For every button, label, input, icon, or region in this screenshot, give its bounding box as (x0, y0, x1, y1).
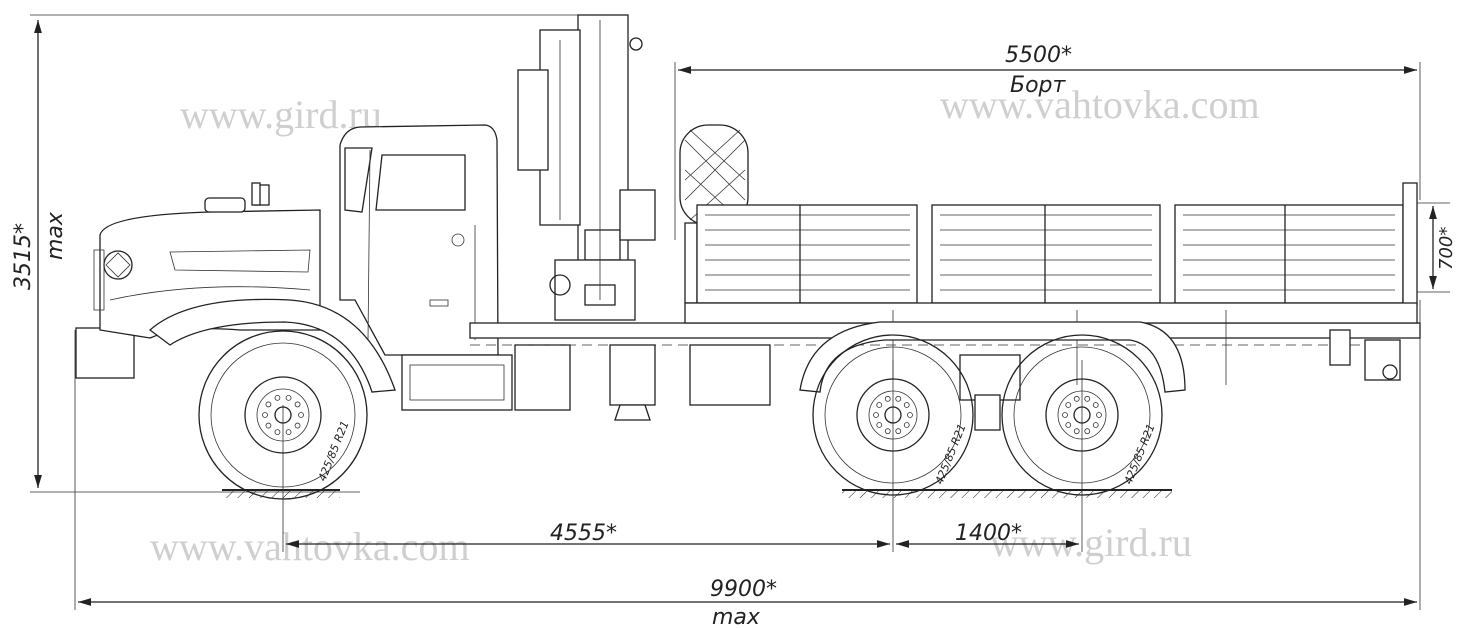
wheelbase-dimension: 4555* 1400* (282, 360, 1083, 552)
wheel-bolt (1062, 412, 1068, 418)
side-board-1 (696, 204, 918, 304)
wheel-bolt (1073, 428, 1080, 435)
wheel-bolt (1073, 395, 1080, 402)
windshield (344, 147, 373, 213)
side-board-3 (1174, 204, 1404, 304)
wheel-bolt (285, 394, 292, 401)
wheel-bolt (873, 412, 879, 418)
overall-length-dimension: 9900* max (74, 300, 1421, 628)
cab-window (375, 154, 466, 211)
body-length-note: Борт (1010, 73, 1067, 98)
wheel-bolt (262, 412, 268, 418)
side-board-2 (931, 204, 1161, 304)
height-dimension: 3515* max (11, 14, 625, 493)
height-value: 3515* (11, 223, 36, 290)
watermark-vahtovka-top: www.vahtovka.com (940, 82, 1260, 127)
wheel-bolt (294, 422, 301, 429)
cargo-platform (684, 182, 1418, 385)
wheel-bolt (265, 422, 272, 429)
wheel-bolt (274, 429, 281, 436)
wheel-bolt (876, 402, 883, 408)
wheel-bolt (285, 429, 292, 436)
wheel-bolt (1065, 422, 1072, 428)
fuel-tank (401, 354, 513, 411)
rear-wheel-1 (812, 334, 974, 496)
wheel-bolt (265, 401, 272, 408)
wheelbase-value: 4555* (550, 521, 617, 546)
wheel-bolt (294, 401, 301, 408)
wheel-bolts (262, 394, 1102, 436)
body-length-dimension: 5500* Борт (674, 43, 1421, 240)
spare-wheel (679, 124, 749, 226)
height-note: max (43, 211, 68, 260)
truck (75, 14, 1421, 431)
watermark-gird-top: www.gird.ru (180, 92, 382, 137)
wheel-bolt (884, 428, 891, 435)
front-fender (148, 298, 396, 393)
ground (222, 489, 1172, 498)
wheel-bolt (1084, 428, 1091, 435)
front-wheel (198, 330, 368, 500)
board-height-dimension: 700* (1405, 202, 1457, 293)
watermark-vahtovka-bottom: www.vahtovka.com (150, 524, 470, 569)
wheel-bolt (1096, 412, 1102, 418)
wheel-bolt (1065, 402, 1072, 408)
wheel-bolt (1092, 422, 1099, 428)
rear-fender (799, 321, 1186, 393)
crane (517, 14, 771, 421)
wheel-bolt (274, 394, 281, 401)
wheel-bolt (907, 412, 913, 418)
overall-length-note: max (712, 605, 761, 628)
wheel-bolt (298, 412, 304, 418)
front-bumper (75, 327, 135, 379)
wheel-bolt (903, 402, 910, 408)
front-tire-label: 425/85 R21 (316, 419, 352, 483)
wheel-bolt (895, 428, 902, 435)
overall-length-value: 9900* (710, 577, 777, 602)
bogie-value: 1400* (955, 521, 1022, 546)
wheel-bolt (1092, 402, 1099, 408)
wheel-bolt (884, 395, 891, 402)
wheel-bolt (895, 395, 902, 402)
board-height-value: 700* (1436, 227, 1457, 270)
wheel-bolt (876, 422, 883, 428)
rear-wheel-2 (1001, 334, 1163, 496)
wheel-bolt (903, 422, 910, 428)
wheel-bolt (1084, 395, 1091, 402)
body-length-value: 5500* (1005, 43, 1072, 68)
